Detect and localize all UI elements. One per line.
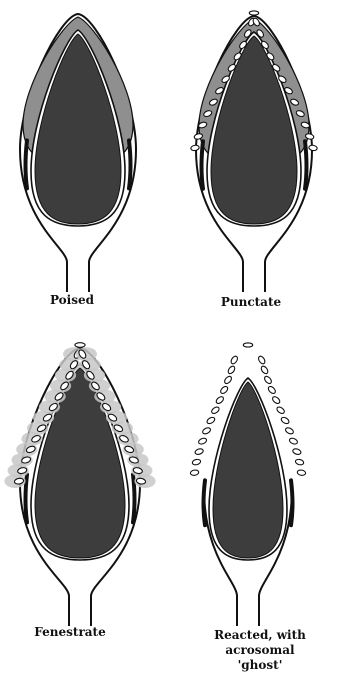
head-poised-equatorial-segment (129, 140, 131, 188)
head-reacted-vesicle (210, 406, 220, 415)
head-punctate-vesicle (308, 145, 317, 152)
head-reacted-vesicle (271, 395, 281, 404)
head-poised-equatorial-segment (26, 140, 28, 188)
head-reacted-vesicle (206, 416, 216, 425)
label-fenestrate-line-1: Fenestrate (10, 625, 130, 640)
head-fenestrate (4, 343, 155, 626)
head-punctate-vesicle (190, 145, 199, 152)
label-reacted: Reacted, with acrosomal 'ghost' (190, 628, 330, 673)
head-reacted-vesicle (198, 437, 208, 445)
head-reacted (190, 343, 306, 626)
head-punctate-vesicle (249, 11, 258, 15)
head-reacted-vesicle (280, 416, 290, 425)
label-poised: Poised (22, 293, 122, 308)
head-fenestrate-equatorial-segment (26, 474, 28, 522)
head-reacted-vesicle (230, 355, 239, 365)
label-reacted-line-3: 'ghost' (190, 658, 330, 673)
head-reacted-vesicle (192, 459, 201, 466)
head-reacted-vesicle (202, 427, 212, 435)
head-reacted-vesicle (223, 375, 232, 385)
head-fenestrate-equatorial-segment (133, 474, 135, 522)
head-reacted-vesicle (194, 448, 204, 456)
label-punctate-line-1: Punctate (196, 295, 306, 310)
head-reacted-vesicle (227, 365, 236, 375)
head-reacted-vesicle (215, 395, 225, 404)
head-punctate-equatorial-segment (305, 141, 307, 189)
label-fenestrate: Fenestrate (10, 625, 130, 640)
head-reacted-vesicle (267, 385, 277, 395)
head-reacted-vesicle (289, 437, 299, 445)
head-poised (20, 14, 136, 292)
label-reacted-line-1: Reacted, with (190, 628, 330, 643)
head-reacted-vesicle (260, 365, 269, 375)
head-reacted-vesicle (257, 355, 266, 365)
head-reacted-vesicle (297, 469, 306, 476)
head-reacted-vesicle (263, 375, 272, 385)
label-reacted-line-2: acrosomal (190, 643, 330, 658)
head-reacted-vesicle (190, 469, 199, 476)
label-poised-line-1: Poised (22, 293, 122, 308)
head-reacted-vesicle (243, 343, 252, 347)
head-fenestrate-vesicle (75, 343, 85, 348)
head-reacted-equatorial-segment (204, 480, 206, 525)
label-punctate: Punctate (196, 295, 306, 310)
head-reacted-vesicle (295, 459, 304, 466)
head-reacted-vesicle (219, 385, 229, 395)
head-reacted-vesicle (292, 448, 302, 456)
head-punctate-equatorial-segment (202, 141, 204, 189)
head-reacted-vesicle (285, 427, 295, 435)
head-punctate (190, 11, 317, 292)
head-reacted-nucleus (213, 382, 283, 558)
head-reacted-equatorial-segment (291, 480, 293, 525)
head-reacted-vesicle (276, 406, 286, 415)
